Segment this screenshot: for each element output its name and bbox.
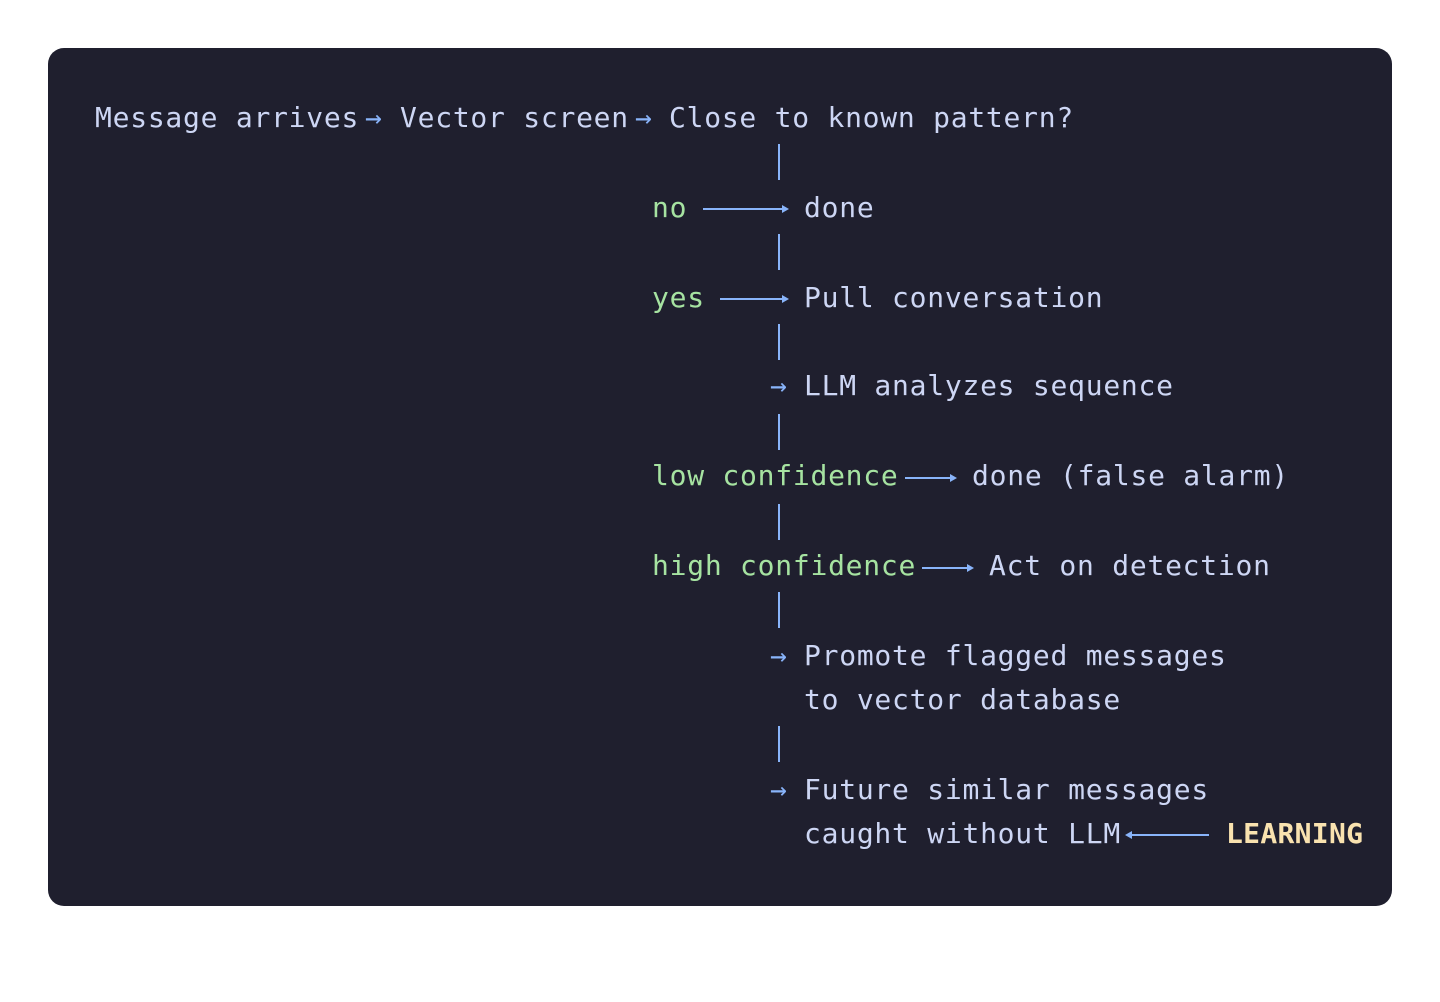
flow-arrow: →	[635, 101, 653, 134]
low-result: done (false alarm)	[972, 459, 1289, 492]
arrow-head-icon	[782, 295, 789, 303]
arrow-head-icon	[782, 205, 789, 213]
connector-line	[778, 414, 780, 450]
connector-line	[778, 592, 780, 628]
start-node: Message arrives	[95, 101, 360, 134]
arrow-head-icon	[967, 564, 974, 572]
connector-line	[778, 504, 780, 540]
connector-line	[778, 324, 780, 360]
branch-no-label: no	[652, 191, 688, 224]
promote-step-line1: Promote flagged messages	[804, 639, 1227, 672]
branch-arrow-line	[720, 298, 783, 300]
no-result: done	[804, 191, 875, 224]
yes-result: Pull conversation	[804, 281, 1104, 314]
branch-arrow-line	[922, 567, 968, 569]
decision-question: Close to known pattern?	[669, 101, 1074, 134]
high-confidence-label: high confidence	[652, 549, 917, 582]
future-step-line1: Future similar messages	[804, 773, 1209, 806]
high-result: Act on detection	[989, 549, 1271, 582]
arrow-head-icon	[950, 474, 957, 482]
flow-arrow: →	[365, 101, 383, 134]
branch-arrow-line	[905, 477, 951, 479]
connector-line	[778, 234, 780, 270]
connector-line	[778, 726, 780, 762]
low-confidence-label: low confidence	[652, 459, 899, 492]
vector-screen-node: Vector screen	[400, 101, 629, 134]
connector-line	[778, 144, 780, 180]
learning-label: LEARNING	[1226, 817, 1364, 850]
diagram-panel	[48, 48, 1392, 906]
learning-arrow-line	[1131, 834, 1209, 836]
arrow-head-left-icon	[1125, 831, 1132, 839]
branch-yes-label: yes	[652, 281, 705, 314]
flow-arrow: →	[770, 369, 788, 402]
flow-arrow: →	[770, 639, 788, 672]
branch-arrow-line	[703, 208, 783, 210]
llm-step: LLM analyzes sequence	[804, 369, 1174, 402]
promote-step-line2: to vector database	[804, 683, 1121, 716]
future-step-line2: caught without LLM	[804, 817, 1121, 850]
flow-arrow: →	[770, 773, 788, 806]
